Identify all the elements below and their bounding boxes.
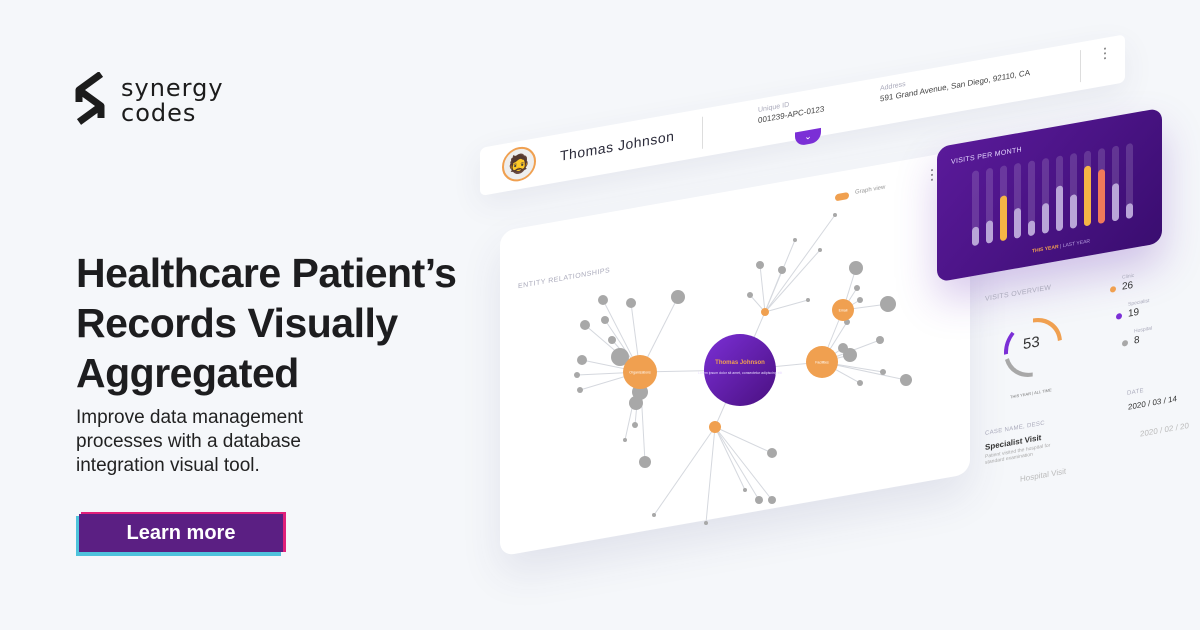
all-time-option[interactable]: ALL TIME (1034, 387, 1052, 396)
app-mockup: 🧔 Thomas Johnson Unique ID 001239-APC-01… (480, 0, 1200, 630)
learn-more-label[interactable]: Learn more (79, 514, 283, 552)
legend-label: Hospital (1134, 325, 1153, 335)
overview-toggle[interactable]: THIS YEAR | ALL TIME (1010, 387, 1052, 400)
visits-bar (1098, 169, 1105, 224)
visits-bar (1112, 183, 1119, 221)
bar-track (972, 170, 979, 246)
visits-bar (1126, 203, 1133, 219)
specialist-dot (1116, 312, 1122, 320)
visits-bar (972, 226, 979, 246)
visits-bar (1070, 194, 1077, 229)
brand-logo[interactable]: synergy codes (75, 72, 224, 130)
entity-graph-card: Graph view ⋮ ENTITY RELATIONSHIPS (500, 148, 970, 557)
graph-view-label: Graph view (855, 184, 886, 196)
visits-bar (1042, 203, 1049, 234)
synergy-codes-logo-icon (75, 72, 105, 125)
headline: Healthcare Patient’s Records Visually Ag… (76, 250, 457, 396)
visits-bar (1014, 208, 1021, 239)
visits-donut (1004, 318, 1062, 377)
divider (1080, 50, 1081, 83)
case-date: 2020 / 03 / 14 (1128, 394, 1177, 412)
visits-bar-chart (972, 143, 1133, 246)
visits-total: 53 (1023, 333, 1040, 354)
patient-name: Thomas Johnson (560, 127, 675, 164)
case-name[interactable]: Hospital Visit (1020, 466, 1067, 484)
visits-overview-title: VISITS OVERVIEW (985, 284, 1052, 303)
expand-chevron-icon[interactable]: ⌄ (795, 127, 821, 147)
visits-bar (1028, 220, 1035, 236)
visits-bar (1084, 165, 1091, 226)
case-date: 2020 / 02 / 20 (1140, 420, 1189, 439)
hospital-dot (1122, 339, 1128, 347)
more-options-icon[interactable]: ⋮ (1098, 43, 1112, 63)
legend-value: 8 (1134, 334, 1140, 347)
entity-relationships-title: ENTITY RELATIONSHIPS (518, 267, 611, 291)
this-year-option[interactable]: THIS YEAR (1010, 390, 1032, 400)
divider (702, 116, 703, 149)
bar-track (1126, 143, 1133, 219)
patient-avatar: 🧔 (502, 144, 536, 185)
graph-view-toggle[interactable] (835, 191, 849, 202)
date-header: DATE (1127, 387, 1144, 397)
subtitle: Improve data management processes with a… (76, 407, 304, 476)
legend-value: 19 (1128, 306, 1140, 320)
learn-more-button[interactable]: Learn more (76, 512, 286, 556)
visits-per-month-card: VISITS PER MONTH THIS YEAR | LAST YEAR (937, 107, 1162, 283)
brand-name-line2: codes (121, 99, 197, 127)
brand-name-line1: synergy (121, 74, 224, 102)
legend-value: 26 (1122, 279, 1134, 293)
visits-bar (1000, 195, 1007, 241)
visits-bar (986, 220, 993, 244)
bar-track (1028, 160, 1035, 236)
visits-bar (1056, 185, 1063, 231)
address-field: Address 591 Grand Avenue, San Diego, 921… (880, 59, 1030, 103)
more-options-icon[interactable]: ⋮ (925, 165, 939, 184)
donut-specialist-arc (1004, 318, 1062, 377)
donut-clinic-arc (1004, 318, 1062, 377)
unique-id-field: Unique ID 001239-APC-0123 (758, 95, 824, 124)
clinic-dot (1110, 285, 1116, 293)
